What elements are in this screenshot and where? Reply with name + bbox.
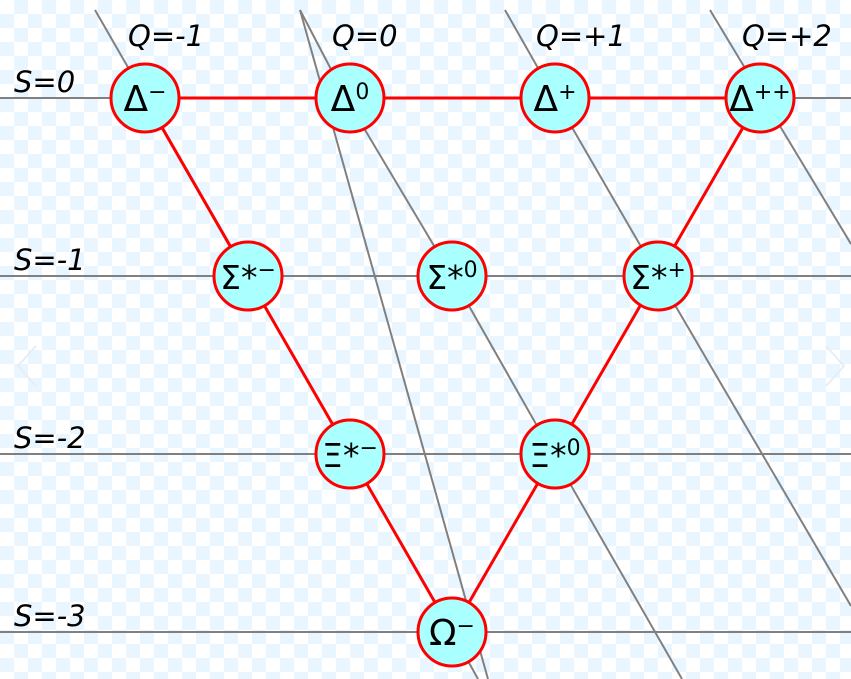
particle-label: Ω−: [429, 613, 475, 654]
node-circle: [109, 62, 181, 134]
particle-sup: −: [359, 436, 377, 461]
particle-label: Ξ*0: [529, 436, 580, 475]
particle-sup: −: [148, 80, 166, 105]
node-circle: [724, 62, 796, 134]
particle-sup: +: [558, 80, 576, 105]
strangeness-label-s-3: S=-3: [14, 599, 86, 633]
particle-base: Ω: [429, 613, 457, 654]
particle-sup: −: [257, 258, 275, 283]
particle-label: Σ*−: [220, 258, 276, 297]
particle-delta-plusplus: Δ++: [724, 62, 796, 134]
left-chevron-icon: [16, 345, 37, 387]
particle-sup: 0: [567, 436, 581, 461]
particle-sup: ++: [754, 80, 791, 105]
right-edge: [450, 97, 762, 633]
charge-label-q2: Q=+2: [742, 19, 832, 53]
right-chevron-icon: [825, 345, 846, 387]
node-circle: [212, 240, 284, 312]
particle-label: Δ+: [533, 79, 576, 120]
particle-delta-minus: Δ−: [109, 62, 181, 134]
particle-base: Σ*: [630, 258, 667, 297]
charge-label-q0: Q=0: [332, 19, 398, 53]
node-circle: [416, 240, 488, 312]
decuplet-edges: [143, 96, 762, 633]
particle-sigma-star-plus: Σ*+: [622, 240, 694, 312]
strangeness-grid-lines: [0, 97, 851, 633]
particle-base: Σ*: [426, 258, 463, 297]
node-circle: [416, 596, 488, 668]
particle-sup: −: [457, 614, 475, 639]
particle-base: Ξ*: [322, 436, 359, 475]
particle-delta-zero: Δ0: [314, 62, 386, 134]
q0-line-bottom: [552, 453, 683, 679]
particle-sigma-star-minus: Σ*−: [212, 240, 284, 312]
particle-xi-star-zero: Ξ*0: [519, 418, 591, 490]
particle-label: Δ0: [331, 79, 370, 120]
particle-label: Δ−: [123, 79, 166, 120]
node-circle: [314, 418, 386, 490]
particle-base: Σ*: [220, 258, 257, 297]
particle-base: Δ: [729, 79, 754, 120]
particle-delta-plus: Δ+: [519, 62, 591, 134]
particle-omega-minus: Ω−: [416, 596, 488, 668]
strangeness-label-s-1: S=-1: [14, 243, 86, 277]
charge-label-q-1: Q=-1: [128, 19, 204, 53]
node-circle: [622, 240, 694, 312]
particle-base: Δ: [533, 79, 558, 120]
strangeness-label-s-2: S=-2: [14, 421, 86, 455]
particle-base: Ξ*: [529, 436, 566, 475]
particle-label: Ξ*−: [322, 436, 378, 475]
q2-line: [709, 9, 851, 245]
particle-sup: 0: [355, 80, 369, 105]
left-edge: [143, 97, 454, 633]
particle-label: Δ++: [729, 79, 791, 120]
node-circle: [314, 62, 386, 134]
particle-xi-star-minus: Ξ*−: [314, 418, 386, 490]
strangeness-label-s0: S=0: [14, 65, 75, 99]
particle-label: Σ*+: [630, 258, 686, 297]
particle-sup: 0: [464, 258, 478, 283]
node-circle: [519, 418, 591, 490]
node-circle: [519, 62, 591, 134]
particle-base: Δ: [123, 79, 148, 120]
particle-base: Δ: [331, 79, 356, 120]
particle-sigma-star-zero: Σ*0: [416, 240, 488, 312]
charge-label-q1: Q=+1: [536, 19, 626, 53]
particle-sup: +: [667, 258, 685, 283]
q1-line-low: [657, 275, 851, 607]
particle-label: Σ*0: [426, 258, 477, 297]
